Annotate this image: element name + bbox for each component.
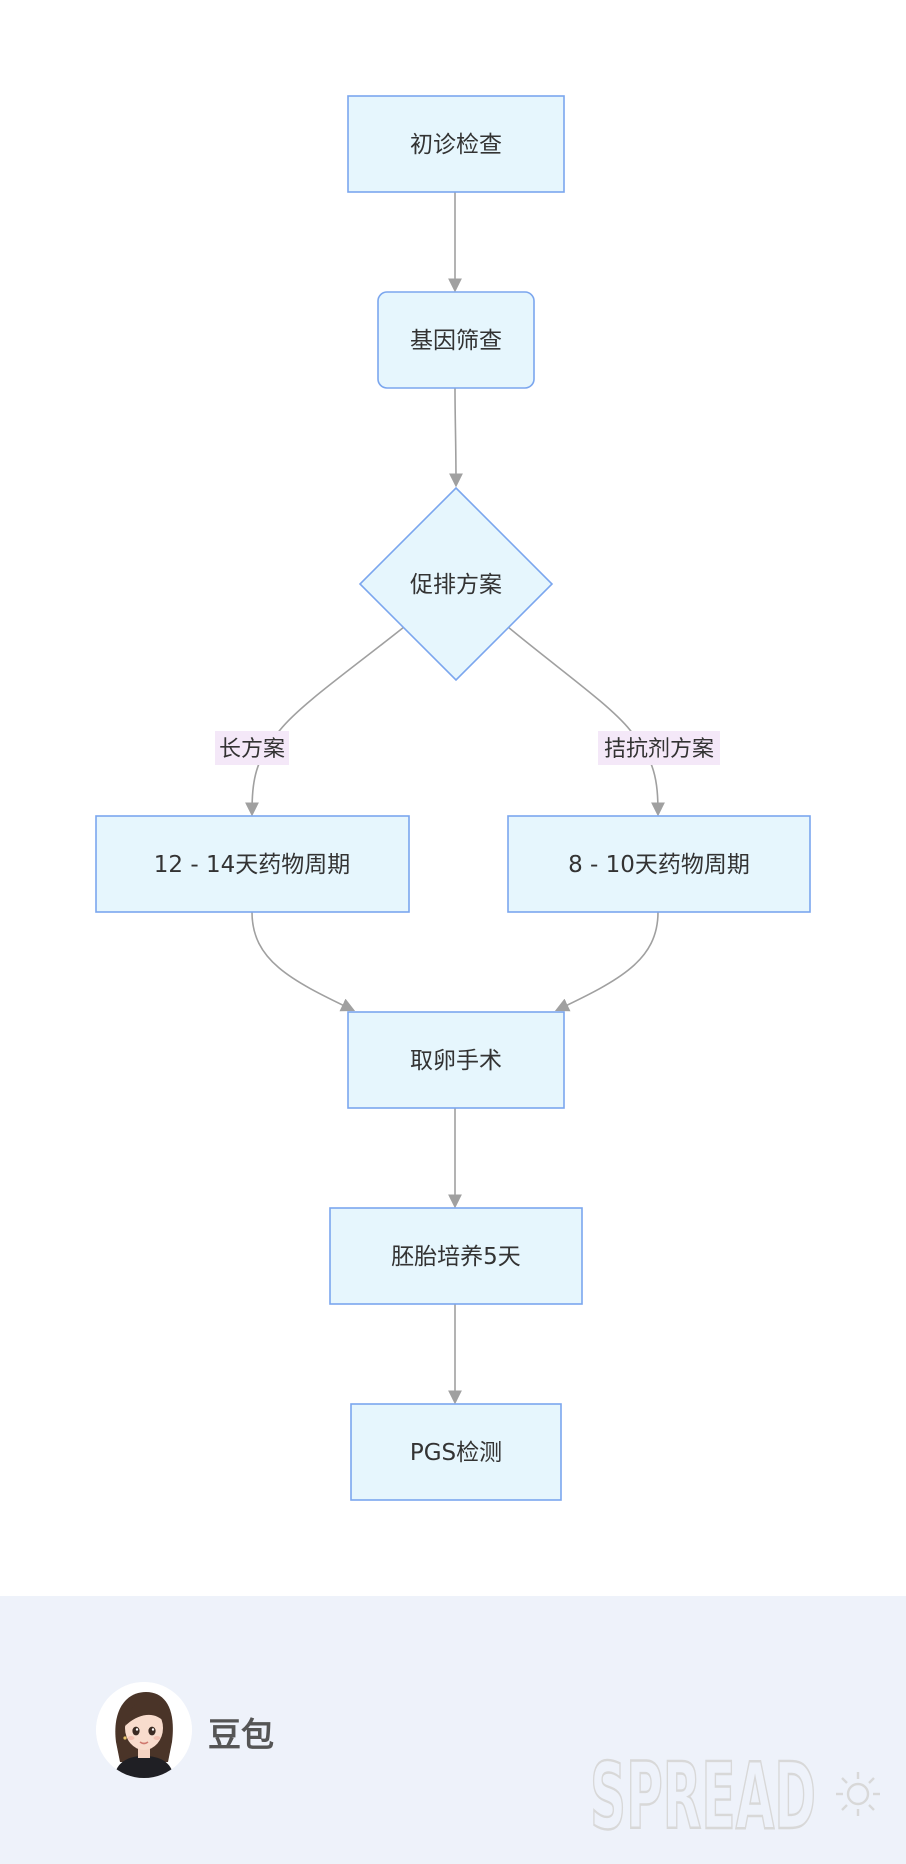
avatar-icon bbox=[96, 1682, 192, 1778]
edge-plan-to-antagonist bbox=[507, 626, 665, 817]
node-stimulation-plan-decision: 促排方案 bbox=[358, 486, 554, 682]
sunburst-icon bbox=[836, 1772, 880, 1816]
node-long-cycle: 12 - 14天药物周期 bbox=[95, 815, 410, 913]
node-gene-screening: 基因筛查 bbox=[377, 291, 535, 389]
svg-text:取卵手术: 取卵手术 bbox=[410, 1048, 502, 1074]
node-antagonist-cycle: 8 - 10天药物周期 bbox=[507, 815, 811, 913]
svg-text:SPREAD: SPREAD bbox=[590, 1748, 816, 1838]
edge-long-to-retrieval bbox=[251, 911, 356, 1012]
svg-text:促排方案: 促排方案 bbox=[410, 572, 502, 598]
edge-antagonist-to-retrieval bbox=[554, 911, 659, 1012]
svg-text:12 - 14天药物周期: 12 - 14天药物周期 bbox=[154, 852, 350, 878]
node-initial-exam: 初诊检查 bbox=[347, 95, 565, 193]
edge-plan-to-long bbox=[245, 626, 405, 817]
node-egg-retrieval: 取卵手术 bbox=[347, 1011, 565, 1109]
svg-text:PGS检测: PGS检测 bbox=[410, 1440, 502, 1466]
author-name: 豆包 bbox=[208, 1715, 274, 1754]
node-embryo-culture: 胚胎培养5天 bbox=[329, 1207, 583, 1305]
svg-text:拮抗剂方案: 拮抗剂方案 bbox=[604, 737, 714, 762]
svg-text:初诊检查: 初诊检查 bbox=[410, 132, 502, 158]
edge-screening-to-plan bbox=[448, 387, 463, 488]
svg-text:8 - 10天药物周期: 8 - 10天药物周期 bbox=[568, 852, 750, 878]
svg-text:长方案: 长方案 bbox=[219, 737, 285, 762]
svg-text:基因筛查: 基因筛查 bbox=[410, 328, 502, 354]
flowchart: 长方案 拮抗剂方案 初诊检查 基因筛查 促排方案 12 - 14天药物周期 8 … bbox=[95, 95, 811, 1501]
node-pgs-test: PGS检测 bbox=[350, 1403, 562, 1501]
edge-label-long-protocol: 长方案 bbox=[215, 731, 289, 765]
edge-label-antagonist-protocol: 拮抗剂方案 bbox=[598, 731, 720, 765]
spread-watermark-logo: SPREAD bbox=[590, 1748, 880, 1838]
svg-text:胚胎培养5天: 胚胎培养5天 bbox=[391, 1244, 521, 1270]
